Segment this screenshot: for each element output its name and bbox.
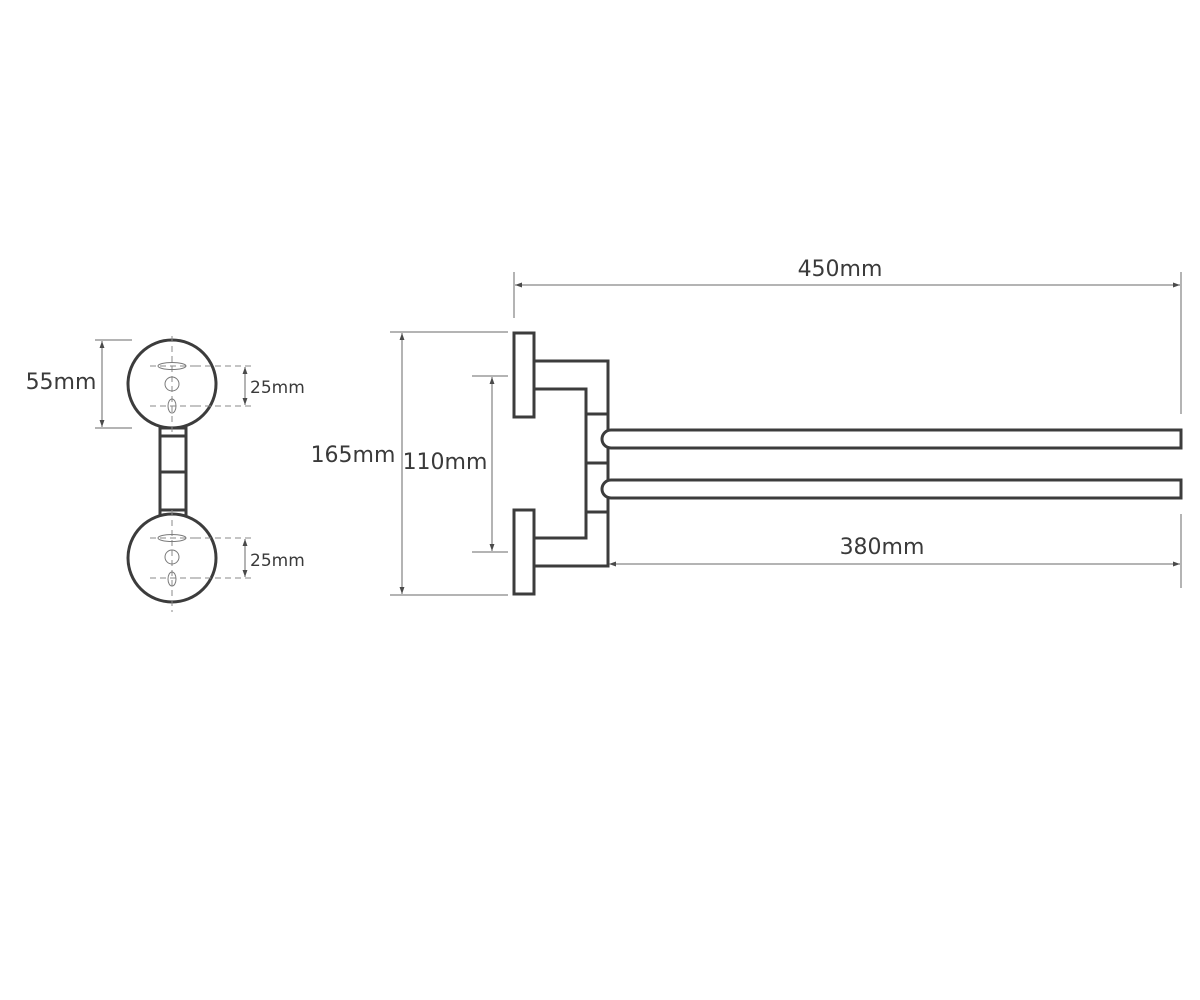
screw-hole-icon (164, 376, 180, 392)
bracket-arm (534, 359, 610, 568)
side-view-top-rosette (126, 336, 218, 436)
dimension-label-25-bottom: 25mm (250, 551, 305, 571)
wall-plate-bottom (512, 508, 536, 596)
dimension-side-hole-bottom: 25mm (195, 537, 305, 579)
side-view: 55mm 25mm 25mm (26, 336, 305, 612)
dimension-rail-length: 380mm (609, 514, 1182, 588)
mounting-slot-icon (157, 534, 187, 542)
dimension-label-55: 55mm (26, 370, 97, 395)
side-view-bottom-rosette (126, 510, 218, 612)
screw-hole-icon (164, 549, 180, 565)
dimension-label-25-top: 25mm (250, 378, 305, 398)
dimension-label-450: 450mm (798, 257, 883, 282)
dimension-label-110: 110mm (403, 450, 488, 475)
mounting-slot-icon (167, 398, 177, 414)
mounting-slot-icon (167, 571, 177, 587)
front-view: 450mm 380mm 165mm 110mm (311, 257, 1183, 596)
dimension-side-hole-top: 25mm (195, 365, 305, 407)
dimension-label-380: 380mm (840, 535, 925, 560)
dimension-label-165: 165mm (311, 443, 396, 468)
dimension-mount-spacing: 110mm (403, 375, 508, 553)
dimension-overall-height: 165mm (311, 331, 508, 596)
mounting-slot-icon (157, 362, 187, 370)
towel-rail-upper (600, 428, 1183, 450)
dimension-overall-length: 450mm (513, 257, 1182, 414)
wall-plate-top (512, 331, 536, 419)
side-view-arm (158, 426, 188, 520)
dimension-side-height: 55mm (26, 339, 132, 429)
towel-rail-lower (600, 478, 1183, 500)
